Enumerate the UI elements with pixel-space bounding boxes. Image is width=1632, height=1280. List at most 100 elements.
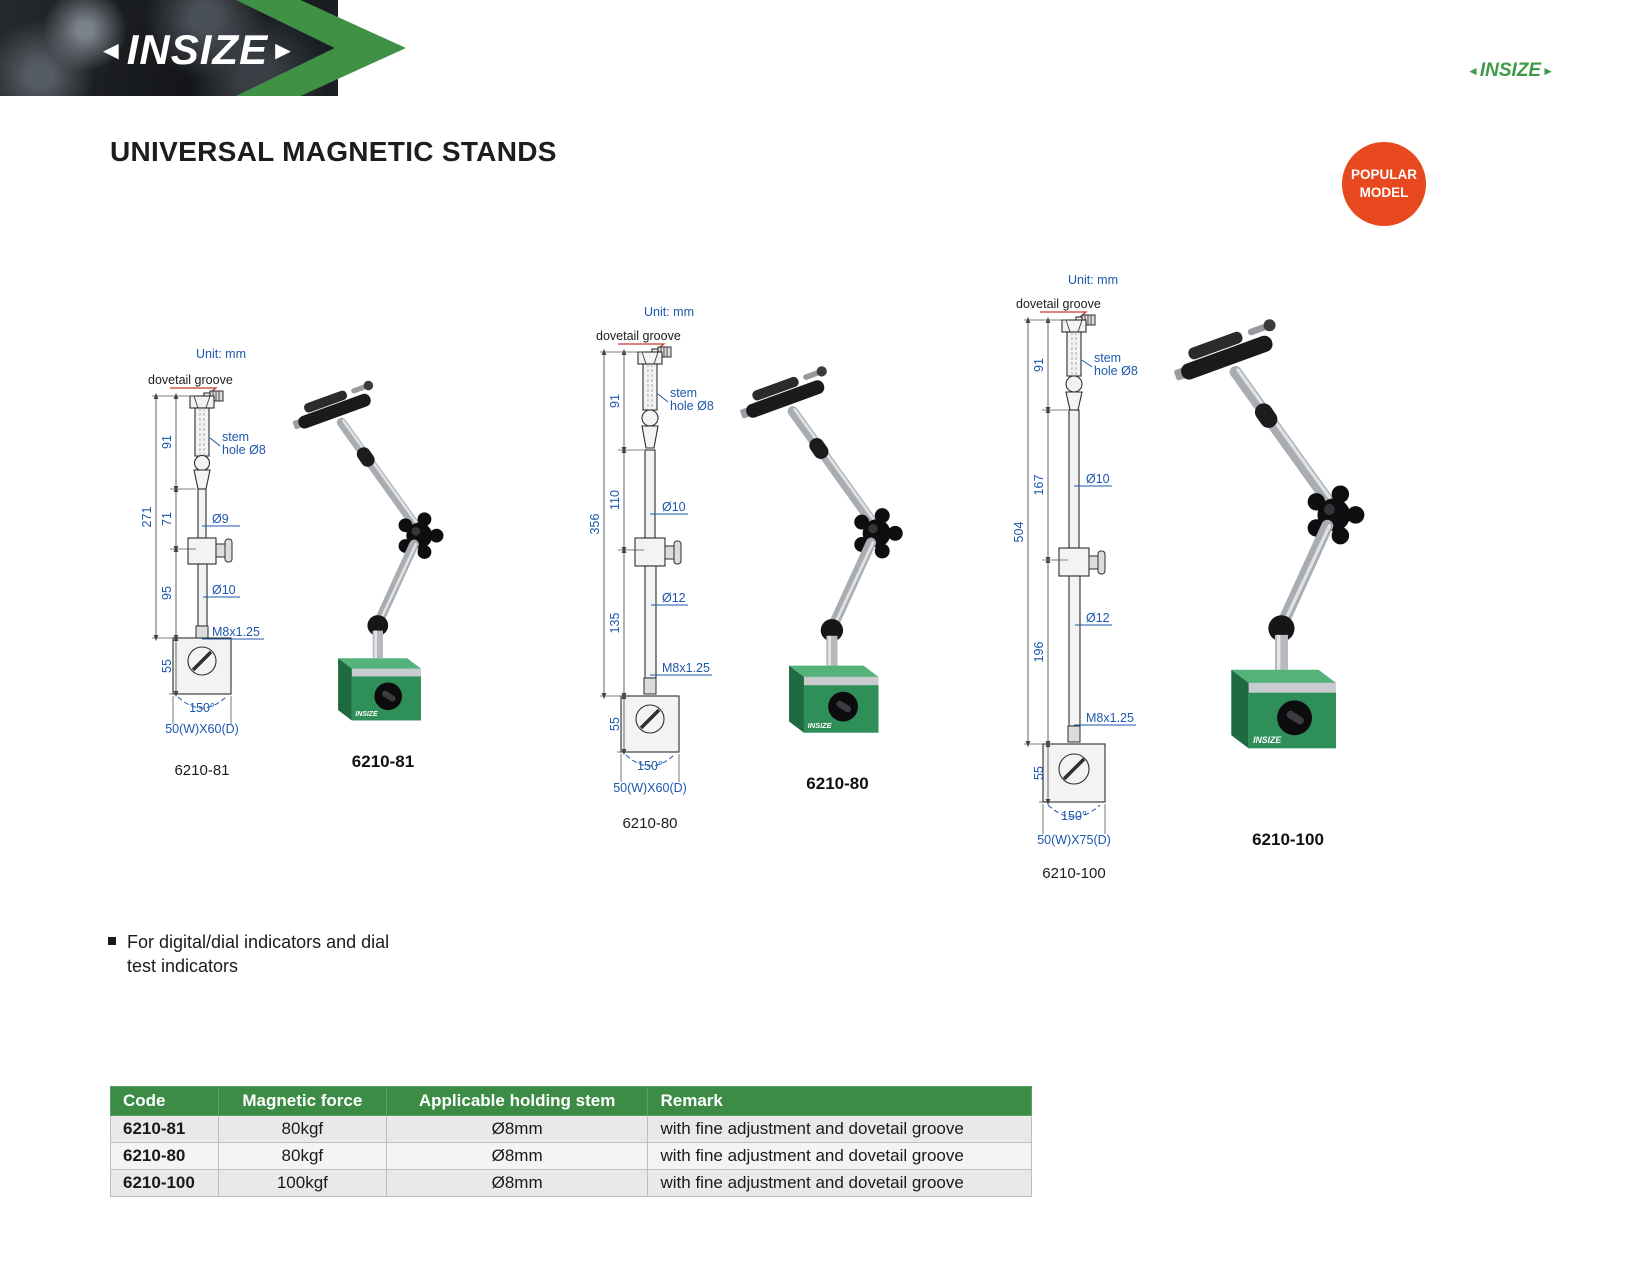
dovetail-groove-label: dovetail groove xyxy=(596,329,681,343)
cell-code: 6210-100 xyxy=(110,1169,219,1197)
table-row: 6210-100 100kgf Ø8mm with fine adjustmen… xyxy=(110,1169,1032,1197)
swivel-angle-label: 150° xyxy=(1061,809,1087,823)
upper-arm xyxy=(336,417,419,529)
page-title: UNIVERSAL MAGNETIC STANDS xyxy=(110,136,557,167)
magnetic-base: INSIZE xyxy=(789,665,879,733)
star-knob xyxy=(398,512,444,559)
diagram-code-caption: 6210-80 xyxy=(622,815,677,832)
badge-line2: MODEL xyxy=(1359,185,1409,200)
diagram-code-caption: 6210-81 xyxy=(174,762,229,779)
dim-lower-label: 95 xyxy=(160,586,174,600)
popular-model-badge: POPULAR MODEL xyxy=(1342,142,1426,226)
thread-label: M8x1.25 xyxy=(662,661,710,675)
insize-logo-small: ◄ INSIZE ► xyxy=(1467,60,1554,82)
dovetail-groove-label: dovetail groove xyxy=(1016,297,1101,311)
cell-magnetic-force: 80kgf xyxy=(217,1142,387,1170)
cell-holding-stem: Ø8mm xyxy=(385,1115,649,1143)
post xyxy=(372,630,383,659)
stem-hole-label-line1: stem xyxy=(670,386,697,400)
star-knob xyxy=(854,508,903,559)
dim-lower-label: 135 xyxy=(608,613,622,634)
col-header-remark: Remark xyxy=(647,1086,1032,1116)
header: ◄ INSIZE ► ◄ INSIZE ► xyxy=(0,0,1632,96)
base-size-label: 50(W)X60(D) xyxy=(613,781,687,795)
base-brand-label: INSIZE xyxy=(808,721,833,730)
insize-logo-small-text: INSIZE xyxy=(1479,60,1542,81)
stem-hole-label-line1: stem xyxy=(1094,351,1121,365)
table-row: 6210-80 80kgf Ø8mm with fine adjustment … xyxy=(110,1142,1032,1170)
dim-lower-label: 196 xyxy=(1032,642,1046,663)
diameter-lower-label: Ø12 xyxy=(1086,611,1110,625)
note-line2: test indicators xyxy=(127,956,239,977)
cell-remark: with fine adjustment and dovetail groove xyxy=(647,1142,1032,1170)
clamp-head xyxy=(1174,319,1276,381)
thread-label: M8x1.25 xyxy=(212,625,260,639)
diagram-6210-80: Unit: mm dovetail groove stem hole Ø8 xyxy=(588,305,714,832)
magnetic-base: INSIZE xyxy=(338,658,421,721)
dim-mid-label: 167 xyxy=(1032,475,1046,496)
dim-overall-label: 356 xyxy=(588,514,602,535)
clamp-head xyxy=(740,366,827,419)
product-photo-6210-80: INSIZE xyxy=(740,366,903,733)
thread-label: M8x1.25 xyxy=(1086,711,1134,725)
base-brand-label: INSIZE xyxy=(355,711,378,718)
cell-code: 6210-80 xyxy=(110,1142,219,1170)
diameter-mid-label: Ø10 xyxy=(662,500,686,514)
feature-note: For digital/dial indicators and dial tes… xyxy=(108,930,389,979)
dim-top-label: 91 xyxy=(160,435,174,449)
cell-holding-stem: Ø8mm xyxy=(385,1142,649,1170)
photo-label-6210-81: 6210-81 xyxy=(351,752,415,771)
swivel-angle-label: 150° xyxy=(189,701,215,715)
col-header-holding-stem: Applicable holding stem xyxy=(385,1086,649,1116)
hinge-joint xyxy=(820,619,844,642)
arm-sleeve xyxy=(809,438,829,460)
diameter-lower-label: Ø10 xyxy=(212,583,236,597)
dim-overall-label: 271 xyxy=(140,507,154,528)
table-row: 6210-81 80kgf Ø8mm with fine adjustment … xyxy=(110,1115,1032,1143)
base-brand-label: INSIZE xyxy=(1253,735,1282,745)
arrow-right-icon: ► xyxy=(1542,64,1554,78)
upper-arm xyxy=(1229,365,1334,506)
post xyxy=(826,635,838,666)
stand-drawing xyxy=(172,390,233,695)
photo-label-6210-100: 6210-100 xyxy=(1252,830,1324,849)
swivel-angle-label: 150° xyxy=(637,759,663,773)
unit-label: Unit: mm xyxy=(196,347,246,361)
dim-base-label: 55 xyxy=(1032,766,1046,780)
cell-remark: with fine adjustment and dovetail groove xyxy=(647,1115,1032,1143)
dimension-lines xyxy=(152,392,232,724)
photo-label-6210-80: 6210-80 xyxy=(806,774,869,793)
diameter-lower-label: Ø12 xyxy=(662,591,686,605)
dimension-lines xyxy=(600,348,680,782)
stand-drawing xyxy=(620,346,682,753)
post xyxy=(1274,634,1288,670)
dim-top-label: 91 xyxy=(1032,358,1046,372)
bullet-square xyxy=(108,937,116,945)
arm-sleeve xyxy=(356,447,375,467)
dim-base-label: 55 xyxy=(160,659,174,673)
note-line1: For digital/dial indicators and dial xyxy=(127,932,390,952)
cell-magnetic-force: 80kgf xyxy=(217,1115,387,1143)
insize-logo-text: INSIZE xyxy=(126,26,269,73)
badge-line1: POPULAR xyxy=(1350,167,1417,183)
upper-arm xyxy=(787,406,877,526)
spec-table: Code Magnetic force Applicable holding s… xyxy=(110,1086,1032,1197)
diagram-code-caption: 6210-100 xyxy=(1042,865,1105,882)
diameter-mid-label: Ø9 xyxy=(212,512,229,526)
stem-hole-label-line1: stem xyxy=(222,430,249,444)
star-knob xyxy=(1307,485,1365,545)
diagram-6210-100: Unit: mm dovetail groove stem hole Ø8 xyxy=(1012,273,1138,882)
dovetail-groove-label: dovetail groove xyxy=(148,373,233,387)
diameter-mid-label: Ø10 xyxy=(1086,472,1110,486)
dim-top-label: 91 xyxy=(608,394,622,408)
clamp-head xyxy=(292,380,374,430)
stem-hole-label-line2: hole Ø8 xyxy=(1094,364,1138,378)
col-header-magnetic-force: Magnetic force xyxy=(217,1086,387,1116)
unit-label: Unit: mm xyxy=(644,305,694,319)
col-header-code: Code xyxy=(110,1086,219,1116)
arrow-left-icon: ◄ xyxy=(1466,64,1479,78)
stem-hole-label-line2: hole Ø8 xyxy=(670,399,714,413)
stand-drawing xyxy=(1042,314,1106,803)
table-header-row: Code Magnetic force Applicable holding s… xyxy=(110,1086,1032,1116)
